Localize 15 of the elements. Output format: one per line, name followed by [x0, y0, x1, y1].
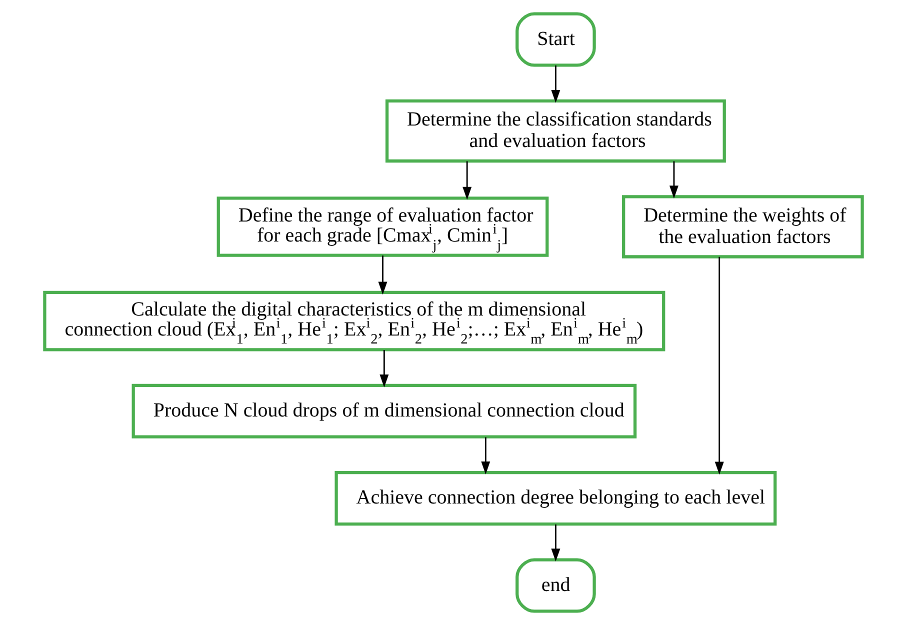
arrow: [551, 524, 560, 562]
arrow: [551, 65, 560, 103]
node-box: Define the range of evaluation factor for each grade [Cmax$^{i}$$_{j}$, Cmin$^{i}$$_{j}$]: [216, 196, 549, 257]
node-box: Produce N cloud drops of m dimensional connection cloud: [132, 384, 637, 438]
node-box: Determine the weights of the evaluation factors: [622, 195, 864, 258]
arrow: [669, 161, 678, 198]
node-box: Achieve connection degree belonging to each level: [334, 471, 777, 526]
arrow: [380, 350, 389, 388]
node-box: Start: [516, 12, 596, 67]
arrow: [714, 256, 724, 475]
arrow: [378, 256, 388, 295]
arrow: [481, 437, 490, 474]
arrow: [462, 161, 472, 200]
node-box: end: [516, 558, 596, 613]
node-box: Determine the classification standards and evaluation factors: [385, 99, 726, 163]
